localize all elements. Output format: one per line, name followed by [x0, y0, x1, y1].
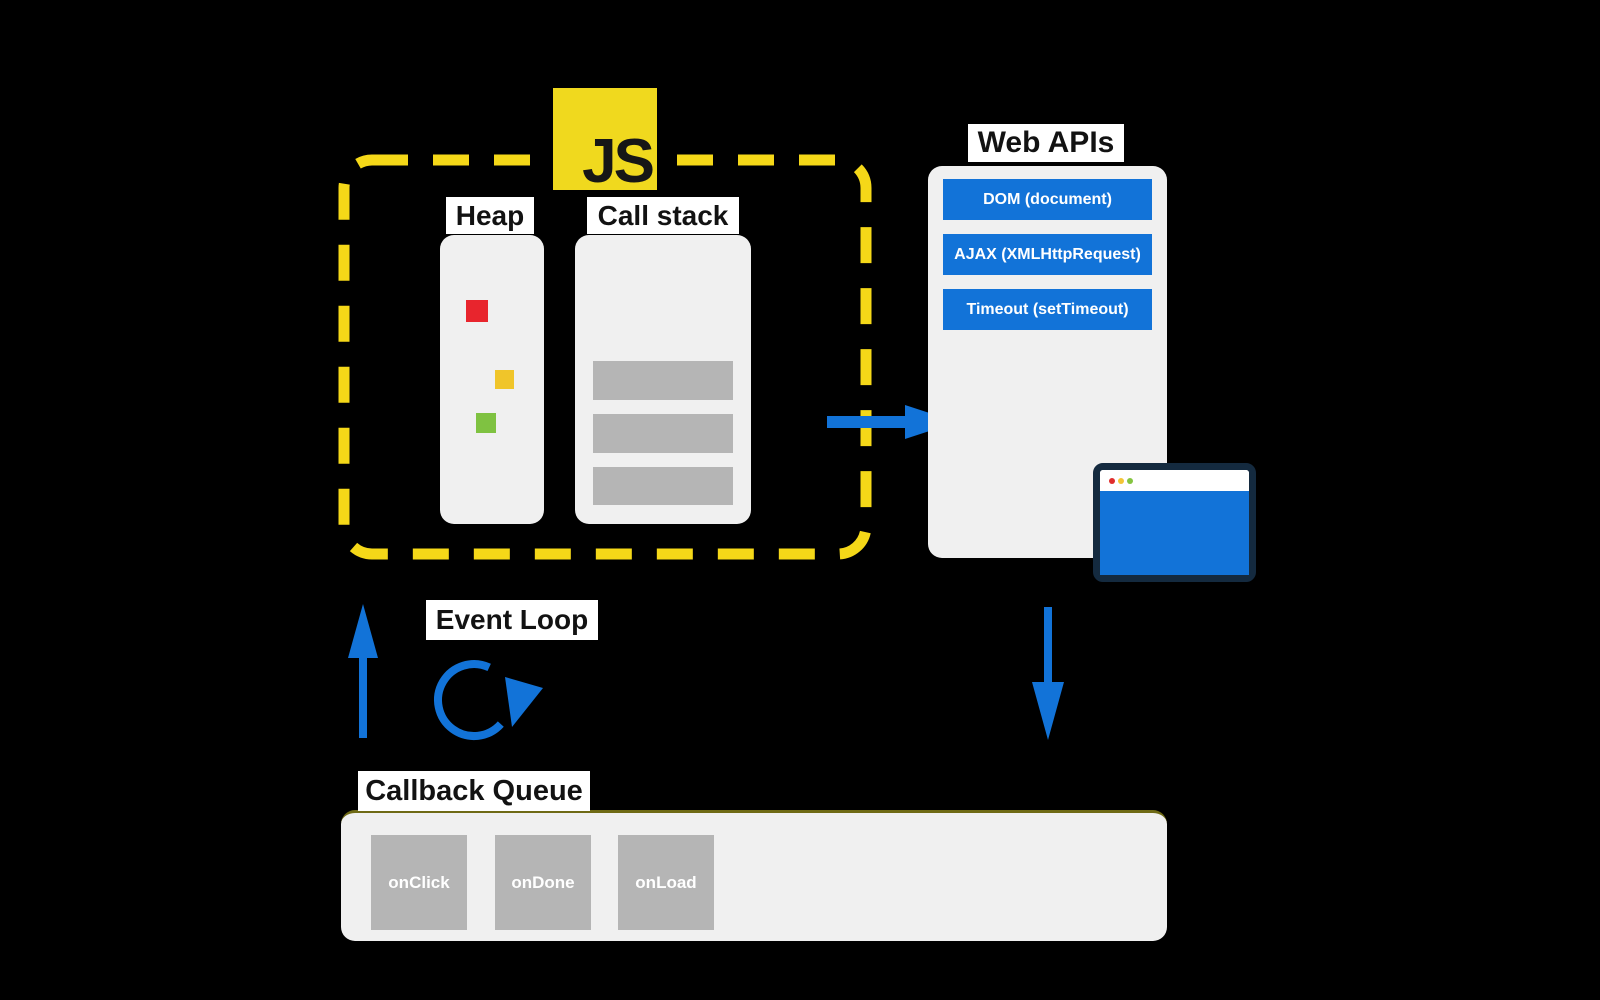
call-stack-label: Call stack — [587, 197, 739, 234]
browser-titlebar — [1100, 470, 1249, 491]
heap-box — [440, 235, 544, 524]
js-runtime-boundary — [338, 154, 872, 560]
callback-queue-label: Callback Queue — [358, 771, 590, 811]
api-item-dom: DOM (document) — [943, 179, 1152, 220]
callback-ondone: onDone — [495, 835, 591, 930]
callback-onclick: onClick — [371, 835, 467, 930]
stack-frame — [593, 361, 733, 400]
event-loop-label: Event Loop — [426, 600, 598, 640]
callback-onload: onLoad — [618, 835, 714, 930]
heap-object-green — [476, 413, 496, 433]
web-apis-label: Web APIs — [968, 124, 1124, 162]
dashed-border — [338, 154, 872, 560]
api-item-ajax: AJAX (XMLHttpRequest) — [943, 234, 1152, 275]
callback-queue-box: onClick onDone onLoad — [341, 810, 1167, 941]
heap-object-yellow — [495, 370, 514, 389]
event-loop-cycle-icon — [434, 660, 543, 741]
stack-frame — [593, 414, 733, 453]
arrow-up-icon — [348, 604, 378, 738]
call-stack-box — [575, 235, 751, 524]
heap-object-red — [466, 300, 488, 322]
arrow-right-icon — [827, 405, 957, 439]
stack-frame — [593, 467, 733, 505]
browser-window-icon — [1093, 463, 1256, 582]
js-logo: JS — [553, 88, 657, 197]
minimize-dot-icon — [1118, 478, 1124, 484]
maximize-dot-icon — [1127, 478, 1133, 484]
api-item-timeout: Timeout (setTimeout) — [943, 289, 1152, 330]
js-logo-text: JS — [582, 127, 655, 197]
browser-viewport — [1100, 491, 1249, 575]
heap-label: Heap — [446, 197, 534, 234]
close-dot-icon — [1109, 478, 1115, 484]
arrow-down-icon — [1032, 607, 1064, 740]
